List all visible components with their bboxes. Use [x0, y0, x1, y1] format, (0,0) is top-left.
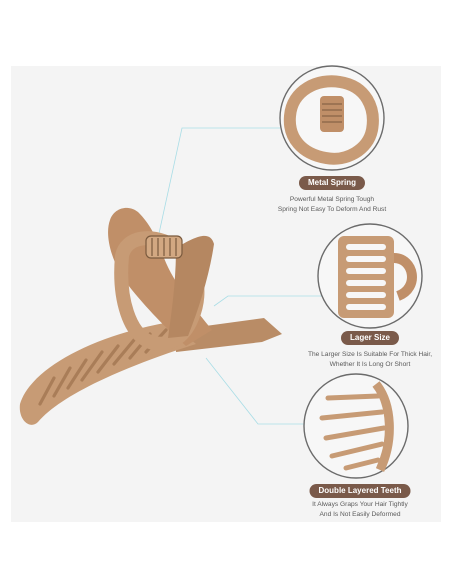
feature-desc-line: Powerful Metal Spring Tough	[289, 196, 375, 203]
feature-badge-lager-size: Lager Size	[340, 331, 400, 345]
feature-desc-lager-size: The Larger Size Is Suitable For Thick Ha…	[270, 350, 452, 370]
feature-desc-metal-spring: Powerful Metal Spring Tough Spring Not E…	[232, 195, 432, 215]
detail-circle-size	[317, 223, 423, 329]
feature-desc-line: Spring Not Easy To Deform And Rust	[277, 206, 387, 213]
feature-desc-line: The Larger Size Is Suitable For Thick Ha…	[307, 351, 433, 358]
feature-desc-line: And Is Not Easily Deformed	[319, 511, 401, 518]
feature-desc-double-layered-teeth: It Always Graps Your Hair Tightly And Is…	[260, 500, 452, 520]
detail-circle-spring	[279, 65, 385, 171]
feature-desc-line: It Always Graps Your Hair Tightly	[312, 501, 408, 508]
feature-desc-line: Whether It Is Long Or Short	[329, 361, 411, 368]
detail-circle-teeth	[303, 373, 409, 479]
leader-lines	[157, 127, 322, 425]
metal-spring	[145, 235, 183, 259]
feature-badge-double-layered-teeth: Double Layered Teeth	[309, 484, 411, 498]
feature-badge-metal-spring: Metal Spring	[298, 176, 366, 190]
hair-clip-main	[19, 207, 282, 425]
